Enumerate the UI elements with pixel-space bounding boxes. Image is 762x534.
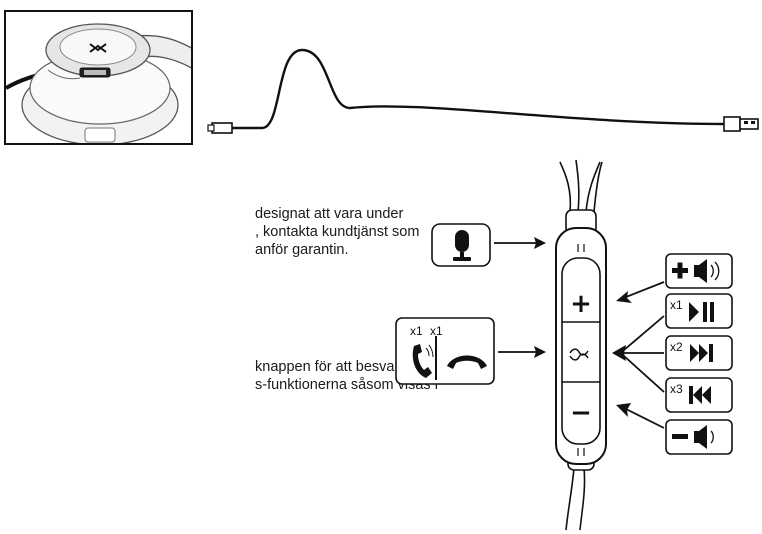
microphone-box	[431, 223, 491, 267]
arrow-head-center	[612, 345, 626, 361]
microphone-icon	[453, 230, 471, 261]
previous-track-count: x3	[670, 382, 683, 396]
play-pause-box: x1	[665, 293, 733, 329]
arrow-call	[498, 346, 546, 358]
arrow-volume-up	[616, 281, 665, 303]
phone-end-icon	[447, 355, 487, 369]
plus-button-symbol: +	[570, 289, 592, 319]
previous-track-box: x3	[665, 377, 733, 413]
text-block-1: designat att vara under , kontakta kundt…	[255, 205, 419, 259]
call-panel: x1 x1	[395, 317, 495, 385]
previous-track-icon	[689, 386, 711, 404]
headphone-illustration	[4, 10, 193, 145]
text-line: designat att vara under	[255, 206, 404, 222]
text-line: , kontakta kundtjänst som	[255, 224, 420, 240]
volume-up-box	[665, 253, 733, 289]
logo-icon	[569, 348, 589, 361]
volume-down-icon	[672, 425, 714, 449]
volume-down-box	[665, 419, 733, 455]
arrow-volume-down	[616, 403, 665, 429]
answer-call-label: x1	[410, 324, 423, 338]
arrow-previous-track	[623, 355, 665, 393]
play-pause-icon	[689, 302, 714, 322]
text-line: knappen för att besvara ett	[255, 359, 428, 375]
text-line: anför garantin.	[255, 242, 349, 258]
next-track-box: x2	[665, 335, 733, 371]
next-track-icon	[690, 344, 713, 362]
next-track-count: x2	[670, 340, 683, 354]
play-pause-count: x1	[670, 298, 683, 312]
minus-button-symbol: −	[570, 398, 592, 428]
usb-cable-illustration	[207, 48, 759, 134]
arrow-play-pause	[623, 315, 665, 351]
text-line: s-funktionerna såsom visas i	[255, 377, 438, 393]
text-block-2: knappen för att besvara ett s-funktioner…	[255, 358, 438, 394]
volume-up-icon	[672, 259, 720, 283]
arrow-mic	[494, 237, 546, 249]
end-call-label: x1	[430, 324, 443, 338]
phone-answer-icon	[412, 344, 434, 378]
inline-remote: + −	[555, 159, 607, 531]
